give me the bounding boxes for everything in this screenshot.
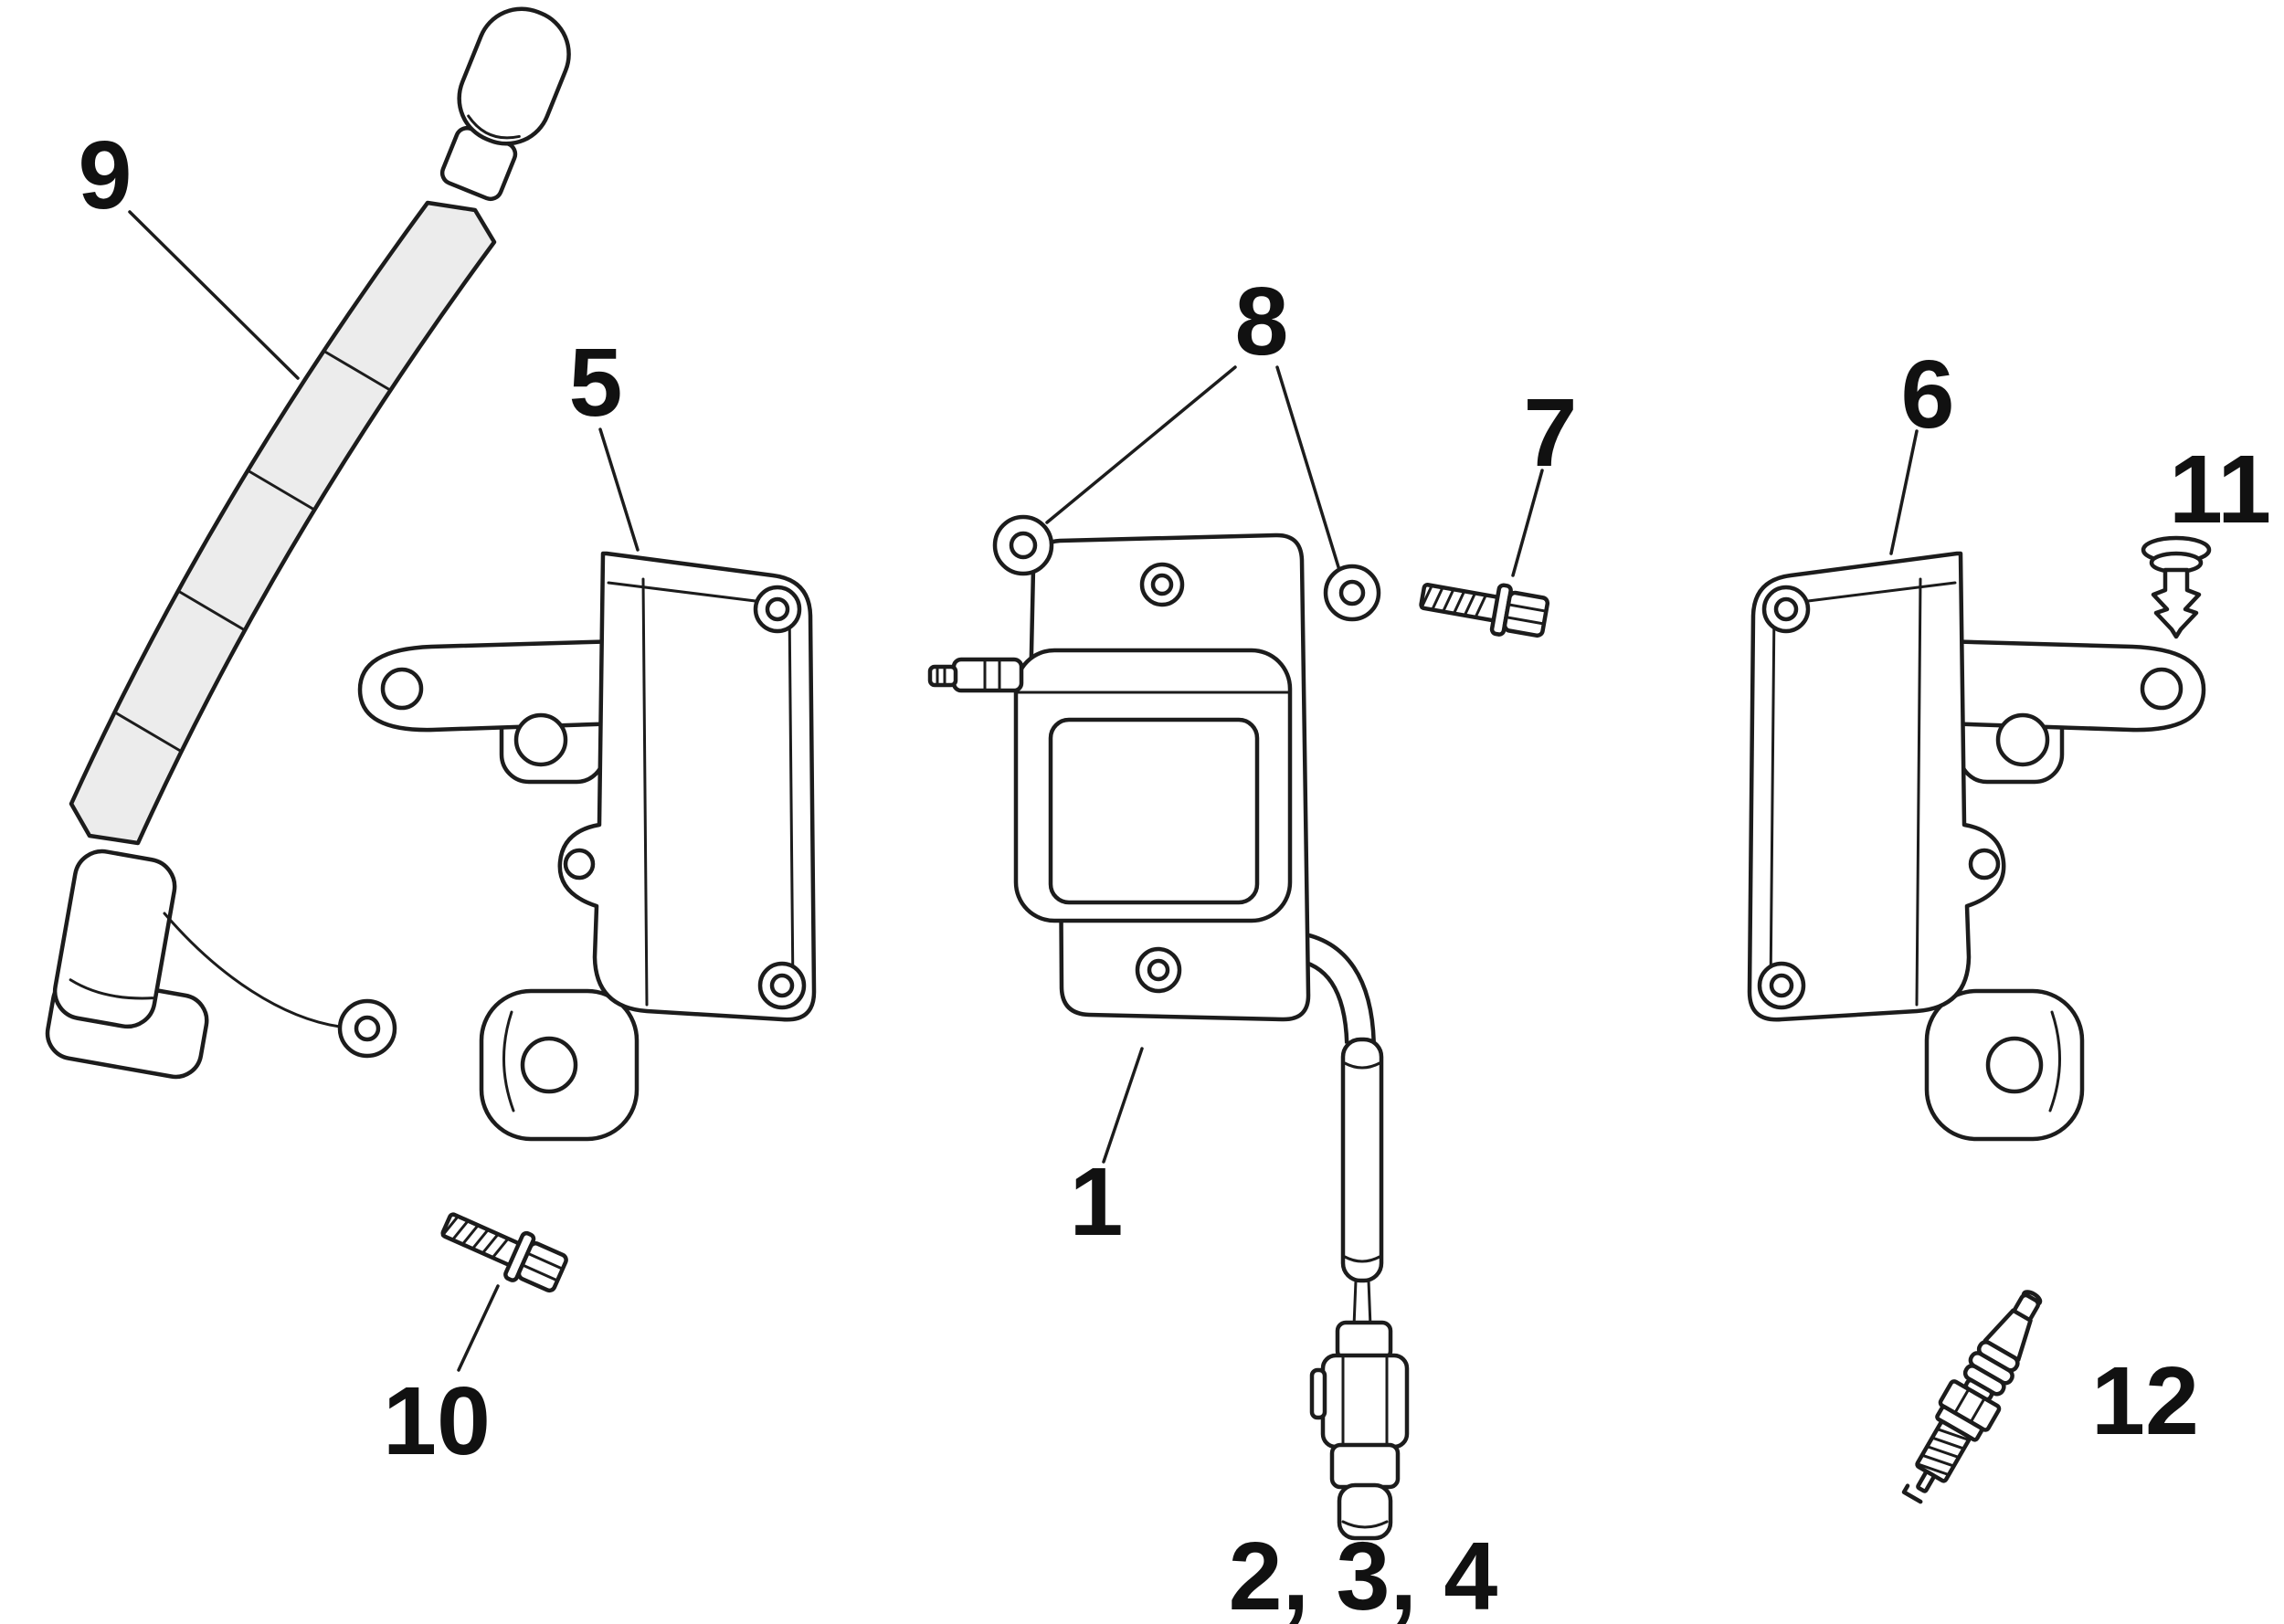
callout-2-3-4: 2, 3, 4	[1229, 1523, 1498, 1624]
callout-7: 7	[1524, 379, 1578, 487]
callout-8: 8	[1235, 268, 1289, 375]
leader-6	[1889, 429, 1919, 555]
bracket-left-drawing	[360, 554, 814, 1139]
spark-plug-drawing	[1901, 1290, 2043, 1504]
callout-1: 1	[1070, 1148, 1124, 1256]
lead-top-boot	[439, 6, 571, 202]
ignition-coil-drawing	[927, 533, 1384, 1328]
washers-drawing	[992, 514, 1381, 622]
callout-6: 6	[1901, 341, 1955, 448]
push-rivet-drawing	[2141, 535, 2212, 639]
coil-terminal-stud	[951, 657, 1024, 693]
coil-lead-sleeve	[1340, 1037, 1384, 1283]
bracket-right-drawing	[1750, 554, 2204, 1139]
connector-drawing	[1309, 1320, 1410, 1541]
coil-body	[1013, 648, 1293, 923]
lead-tube	[69, 200, 497, 846]
leader-1	[1102, 1047, 1144, 1164]
leader-8b	[1275, 365, 1341, 572]
lead-ground-wire	[163, 912, 342, 1028]
leader-5	[598, 427, 640, 552]
screw-10-drawing	[437, 1202, 570, 1298]
callout-12: 12	[2091, 1347, 2199, 1455]
callout-5: 5	[569, 329, 623, 437]
leader-9	[128, 210, 300, 380]
leader-10	[457, 1284, 500, 1372]
leader-lines	[128, 210, 1919, 1372]
spark-plug-lead-drawing	[45, 6, 571, 1080]
leader-7	[1511, 469, 1544, 577]
screw-7-drawing	[1418, 572, 1549, 642]
lead-bottom-boot	[45, 849, 209, 1080]
callout-10: 10	[383, 1367, 491, 1475]
callout-9: 9	[79, 121, 132, 229]
connector-body	[1320, 1353, 1410, 1450]
callout-11: 11	[2169, 436, 2271, 543]
leader-8a	[1045, 365, 1237, 524]
